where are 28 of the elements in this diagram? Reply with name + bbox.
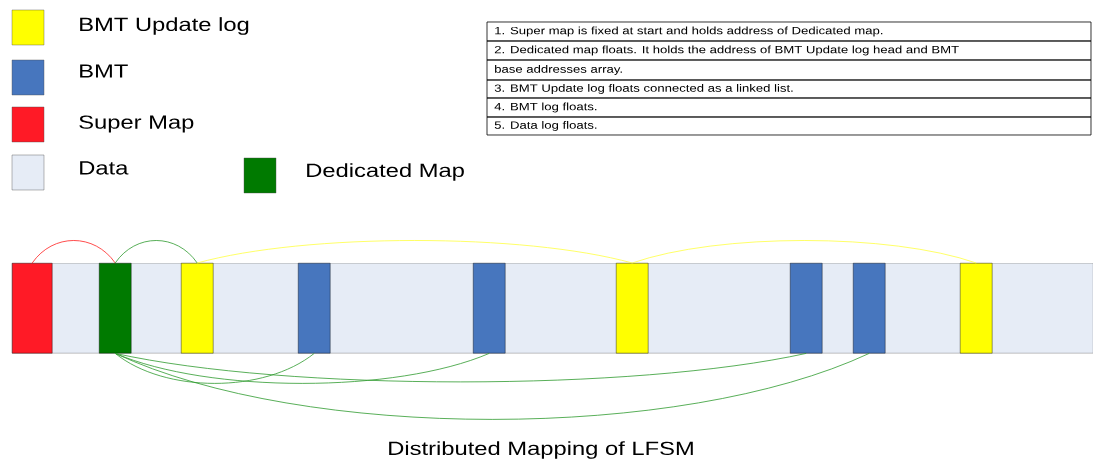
table-cell: 1. Super map is fixed at start and holds address of Dedicated map. <box>486 21 1092 42</box>
arc-connector <box>196 240 633 264</box>
memory-block <box>12 263 53 354</box>
caption: Distributed Mapping of LFSM <box>389 441 693 459</box>
table-cell: 4. BMT log floats. <box>486 97 1092 118</box>
legend-label: Super Map <box>79 115 194 133</box>
memory-block <box>473 263 506 354</box>
memory-block <box>99 263 132 354</box>
memory-block <box>853 263 886 354</box>
table-cell: 5. Data log floats. <box>486 116 1092 136</box>
table-cell: 3. BMT Update log floats connected as a linked list. <box>486 79 1092 99</box>
memory-block <box>298 263 331 354</box>
arc-connector <box>631 240 977 264</box>
arc-connector <box>31 240 116 264</box>
arc-connector <box>114 353 870 420</box>
memory-block <box>960 263 993 354</box>
table-cell: 2. Dedicated map floats. It holds the address of BMT Update log head and BMT <box>486 40 1092 61</box>
legend-label: Data <box>80 161 129 175</box>
arc-connector <box>114 353 315 384</box>
legend-label: Dedicated Map <box>307 163 464 181</box>
arc-connector <box>114 353 807 383</box>
memory-block <box>790 263 823 354</box>
memory-block <box>181 263 214 354</box>
memory-block <box>616 263 649 354</box>
legend-label: BMT <box>80 64 128 78</box>
table-cell: base addresses array. <box>486 59 1092 81</box>
arc-connector <box>114 240 198 264</box>
legend-label: BMT Update log <box>80 17 249 35</box>
